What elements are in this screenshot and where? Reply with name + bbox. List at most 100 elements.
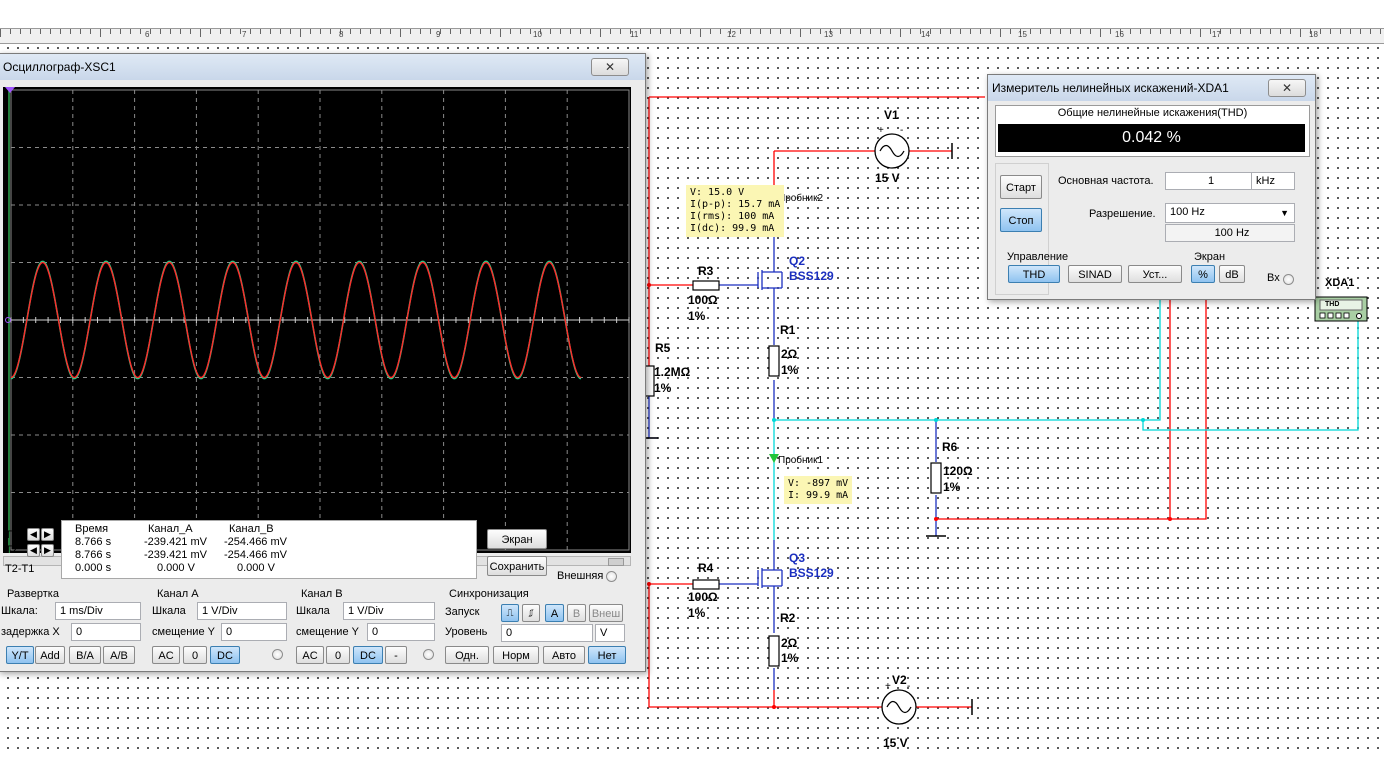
- thd-mode-button[interactable]: THD: [1008, 265, 1060, 283]
- oscilloscope-title: Осциллограф-XSC1: [3, 60, 116, 74]
- r2-resistor: [768, 635, 780, 667]
- readout-t2-time: 8.766 s: [75, 549, 112, 561]
- control-group-label: Управление: [1007, 251, 1069, 263]
- display-group-label: Экран: [1194, 251, 1226, 263]
- ruler-tick: [550, 29, 551, 34]
- r3-tolerance: 1%: [688, 309, 706, 323]
- wire-red: [936, 297, 1171, 520]
- oscilloscope-close-button[interactable]: ✕: [591, 58, 629, 76]
- q3-mosfet: [757, 540, 783, 588]
- save-button[interactable]: Сохранить: [487, 556, 547, 576]
- trigger-level-field[interactable]: 0: [501, 624, 593, 642]
- screen-button[interactable]: Экран: [487, 529, 547, 549]
- channel-a-dc-button[interactable]: DC: [210, 646, 240, 664]
- add-mode-button[interactable]: Add: [35, 646, 65, 664]
- thd-meter-titlebar[interactable]: Измеритель нелинейных искажений-XDA1: [988, 75, 1315, 101]
- trigger-none-button[interactable]: Нет: [588, 646, 626, 664]
- ruler-tick: [850, 29, 851, 34]
- delay-x-field[interactable]: 0: [71, 623, 141, 641]
- thd-stop-button[interactable]: Стоп: [1000, 208, 1042, 232]
- channel-b-dc-button[interactable]: DC: [353, 646, 383, 664]
- timebase-scale-field[interactable]: 1 ms/Div: [55, 602, 141, 620]
- t1-left-arrow-icon[interactable]: ◀: [27, 528, 40, 541]
- external-trigger-radio[interactable]: [606, 571, 617, 582]
- oscilloscope-screen[interactable]: [3, 87, 631, 553]
- percent-display-button[interactable]: %: [1191, 265, 1215, 283]
- ruler-tick: [690, 29, 691, 34]
- channel-b-radio[interactable]: [423, 649, 434, 660]
- ruler-tick: [220, 29, 221, 34]
- t1-right-arrow-icon[interactable]: ▶: [41, 528, 54, 541]
- channel-a-radio[interactable]: [272, 649, 283, 660]
- ruler-tick: [530, 29, 531, 34]
- ba-mode-button[interactable]: B/A: [69, 646, 101, 664]
- ruler-tick: [100, 29, 101, 37]
- probe2-line: V: 15.0 V: [690, 187, 745, 198]
- ruler-tick: [1000, 29, 1001, 37]
- channel-b-zero-button[interactable]: 0: [326, 646, 350, 664]
- falling-edge-icon[interactable]: ⎎: [522, 604, 540, 622]
- ruler-tick: [1280, 29, 1281, 34]
- input-radio[interactable]: [1283, 274, 1294, 285]
- channel-b-ac-button[interactable]: AC: [296, 646, 324, 664]
- channel-a-ac-button[interactable]: AC: [152, 646, 180, 664]
- trigger-source-ext-button[interactable]: Внеш: [589, 604, 623, 622]
- sinad-mode-button[interactable]: SINAD: [1068, 265, 1122, 283]
- channel-marker: [5, 317, 11, 323]
- r1-value: 2Ω: [781, 347, 798, 361]
- ruler-tick: [1030, 29, 1031, 34]
- ruler-tick: [760, 29, 761, 34]
- trigger-level-unit[interactable]: V: [595, 624, 625, 642]
- channel-b-scale-field[interactable]: 1 V/Div: [343, 602, 435, 620]
- probe2-line: I(dc): 99.9 mA: [690, 223, 775, 234]
- r5-tolerance: 1%: [654, 381, 672, 395]
- ruler-tick: [1220, 29, 1221, 34]
- ruler-tick: [40, 29, 41, 34]
- channel-a-offset-field[interactable]: 0: [221, 623, 287, 641]
- fundamental-freq-field[interactable]: 1: [1165, 172, 1253, 190]
- channel-a-scale-field[interactable]: 1 V/Div: [197, 602, 287, 620]
- ruler-tick: [960, 29, 961, 34]
- channel-b-minus-button[interactable]: -: [385, 646, 407, 664]
- channel-b-offset-field[interactable]: 0: [367, 623, 435, 641]
- trigger-source-b-button[interactable]: B: [567, 604, 586, 622]
- probe2-readout[interactable]: V: 15.0 V I(p-p): 15.7 mA I(rms): 100 mA…: [686, 185, 785, 237]
- trigger-normal-button[interactable]: Норм: [493, 646, 539, 664]
- ruler-tick: [900, 29, 901, 37]
- trigger-single-button[interactable]: Одн.: [445, 646, 489, 664]
- fundamental-freq-unit[interactable]: kHz: [1251, 172, 1295, 190]
- thd-close-button[interactable]: ✕: [1268, 79, 1306, 97]
- q2-mosfet: [757, 262, 783, 290]
- r4-value: 100Ω: [688, 590, 718, 604]
- v1-label: V1: [884, 108, 899, 122]
- scrollbar-thumb[interactable]: [608, 558, 624, 566]
- settings-button[interactable]: Уст...: [1128, 265, 1182, 283]
- t2-right-arrow-icon[interactable]: ▶: [41, 544, 54, 557]
- t2-left-arrow-icon[interactable]: ◀: [27, 544, 40, 557]
- ruler-tick: [750, 29, 751, 34]
- ruler-tick: [710, 29, 711, 34]
- ruler-tick: [1010, 29, 1011, 34]
- ruler-tick: [1150, 29, 1151, 34]
- trigger-auto-button[interactable]: Авто: [543, 646, 585, 664]
- oscilloscope-titlebar[interactable]: Осциллограф-XSC1: [0, 54, 645, 80]
- ruler-tick: [600, 29, 601, 37]
- channel-a-zero-button[interactable]: 0: [183, 646, 207, 664]
- ruler-tick: [270, 29, 271, 34]
- yt-mode-button[interactable]: Y/T: [6, 646, 34, 664]
- ruler-tick: [500, 29, 501, 37]
- trigger-source-a-button[interactable]: A: [545, 604, 564, 622]
- thd-run-panel: [995, 163, 1049, 295]
- db-display-button[interactable]: dB: [1219, 265, 1245, 283]
- ruler-number: 7: [242, 30, 247, 39]
- probe1-readout[interactable]: V: -897 mV I: 99.9 mA: [784, 476, 853, 504]
- oscilloscope-window[interactable]: Осциллограф-XSC1 ✕ T1 T2 T2-T1 ◀ ▶ ◀ ▶ В…: [0, 53, 646, 672]
- ruler-tick: [1070, 29, 1071, 34]
- thd-start-button[interactable]: Старт: [1000, 175, 1042, 199]
- thd-meter-window[interactable]: Измеритель нелинейных искажений-XDA1 ✕ О…: [987, 74, 1316, 300]
- trigger-level-label: Уровень: [445, 626, 488, 638]
- resolution-select[interactable]: 100 Hz ▼: [1165, 203, 1295, 223]
- ab-mode-button[interactable]: A/B: [103, 646, 135, 664]
- rising-edge-icon[interactable]: ⎍: [501, 604, 519, 622]
- ruler-tick: [1270, 29, 1271, 34]
